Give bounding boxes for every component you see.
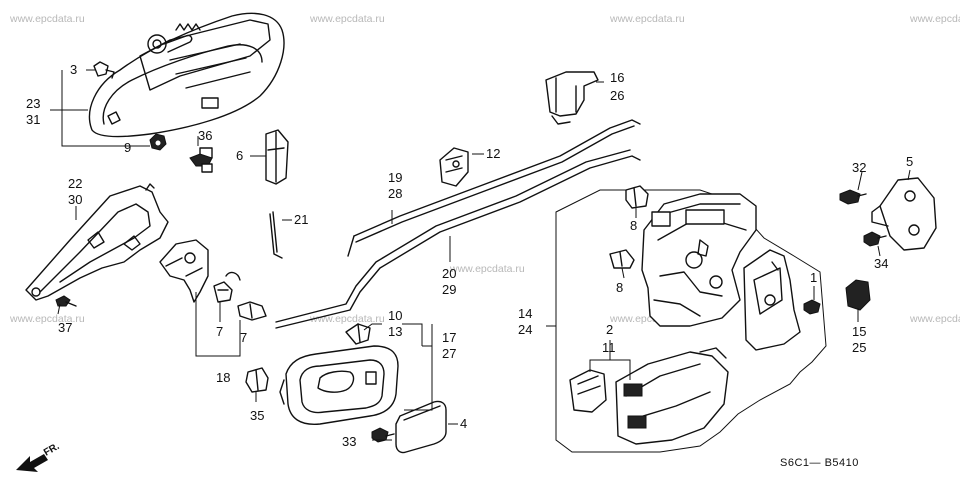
- screw-32: [839, 189, 867, 205]
- diagram-code: S6C1— B5410: [780, 457, 859, 469]
- front-direction-arrow: FR.: [16, 441, 62, 472]
- callout-11: 11: [602, 340, 616, 355]
- callout-10: 10: [388, 308, 402, 323]
- callout-25: 25: [852, 340, 866, 355]
- clip-8a: [625, 185, 649, 209]
- bracket-16: [545, 71, 599, 125]
- callout-35: 35: [250, 408, 264, 423]
- screw-1: [803, 299, 821, 315]
- callout-26: 26: [610, 88, 624, 103]
- callout-18: 18: [216, 370, 230, 385]
- callout-23: 23: [26, 96, 40, 111]
- striker-5: [871, 177, 937, 251]
- leader-lines: [50, 69, 911, 441]
- callout-31: 31: [26, 112, 40, 127]
- callout-6: 6: [236, 148, 243, 163]
- handle-bracket-22: [25, 183, 169, 301]
- screw-37: [55, 295, 77, 307]
- callout-7b: 7: [240, 330, 247, 345]
- protector-6: [265, 129, 289, 185]
- callout-21: 21: [294, 212, 308, 227]
- callout-12: 12: [486, 146, 500, 161]
- outer-handle-assembly: [88, 12, 285, 138]
- rod-19: [347, 119, 641, 257]
- callout-16: 16: [610, 70, 624, 85]
- cap-15: [845, 279, 871, 311]
- watermark-text: www.epcdata.ru: [309, 13, 385, 25]
- watermarks: www.epcdata.ru www.epcdata.ru www.epcdat…: [9, 13, 960, 325]
- callout-9: 9: [124, 140, 131, 155]
- screw-3: [93, 61, 115, 79]
- callout-7a: 7: [216, 324, 223, 339]
- callout-27: 27: [442, 346, 456, 361]
- watermark-text: www.epcdata.ru: [909, 13, 960, 25]
- clip-7a: [213, 281, 233, 303]
- actuator-2: [569, 347, 729, 445]
- lever-18: [159, 239, 241, 303]
- watermark-text: www.epcdata.ru: [449, 263, 525, 275]
- cover-4: [395, 400, 447, 454]
- callout-30: 30: [68, 192, 82, 207]
- clip-7b: [237, 301, 267, 321]
- screw-34: [863, 231, 887, 247]
- callout-1: 1: [810, 270, 817, 285]
- callout-8b: 8: [616, 280, 623, 295]
- clip-10: [345, 323, 371, 345]
- callout-14: 14: [518, 306, 532, 321]
- nut-9: [149, 133, 167, 151]
- callout-4: 4: [460, 416, 467, 431]
- callout-29: 29: [442, 282, 456, 297]
- callout-5: 5: [906, 154, 913, 169]
- callout-8a: 8: [630, 218, 637, 233]
- watermark-text: www.epcdata.ru: [9, 13, 85, 25]
- watermark-text: www.epcdata.ru: [309, 313, 385, 325]
- callout-22: 22: [68, 176, 82, 191]
- callout-24: 24: [518, 322, 532, 337]
- callout-3: 3: [70, 62, 77, 77]
- clip-8b: [609, 249, 635, 269]
- callout-33: 33: [342, 434, 356, 449]
- callout-15: 15: [852, 324, 866, 339]
- inner-handle-17: [279, 345, 399, 425]
- front-label: FR.: [42, 441, 62, 459]
- clip-12: [439, 147, 469, 187]
- callout-20: 20: [442, 266, 456, 281]
- callout-36: 36: [198, 128, 212, 143]
- callout-2: 2: [606, 322, 613, 337]
- callout-32: 32: [852, 160, 866, 175]
- rod-20: [275, 149, 641, 329]
- callout-19: 19: [388, 170, 402, 185]
- callout-numbers: 3 23 31 9 36 6 22 30 21 37 7 7 18 35 19 …: [26, 62, 913, 449]
- callout-13: 13: [388, 324, 402, 339]
- clip-36: [189, 147, 213, 173]
- watermark-text: www.epcdata.ru: [909, 313, 960, 325]
- callout-34: 34: [874, 256, 888, 271]
- clip-35: [245, 367, 269, 393]
- watermark-text: www.epcdata.ru: [9, 313, 85, 325]
- latch-plate: [743, 249, 801, 351]
- latch-actuator: [641, 193, 757, 327]
- callout-37: 37: [58, 320, 72, 335]
- watermark-text: www.epcdata.ru: [609, 13, 685, 25]
- callout-28: 28: [388, 186, 402, 201]
- callout-17: 17: [442, 330, 456, 345]
- rod-21: [269, 211, 283, 259]
